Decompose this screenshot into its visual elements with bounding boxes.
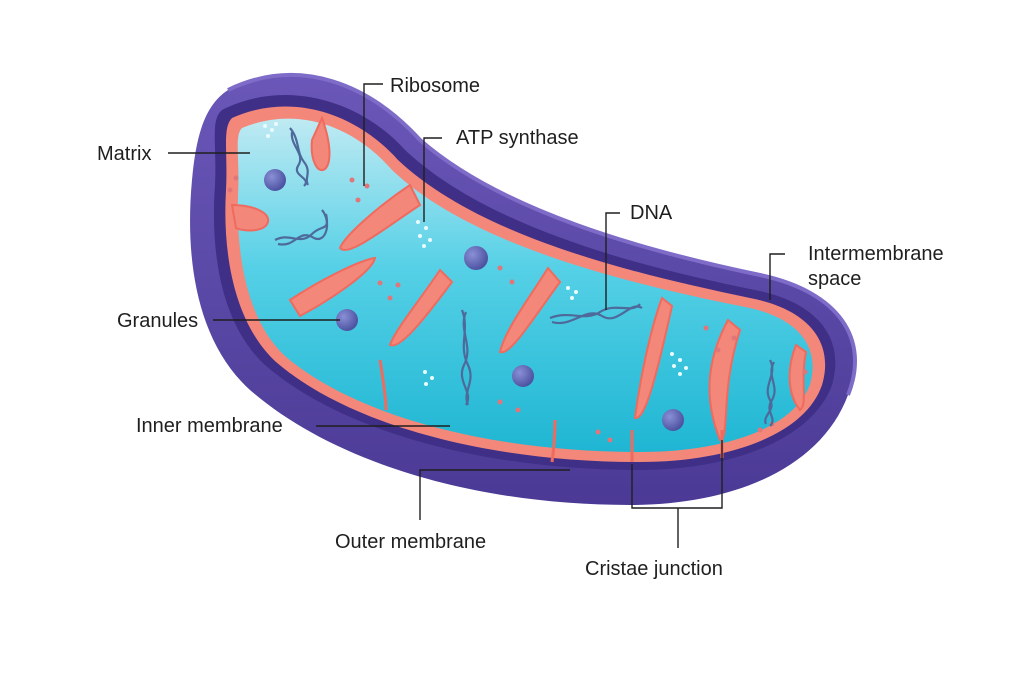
crista-9 [788, 343, 808, 412]
intermembrane-leader [769, 253, 785, 300]
dna-strands [274, 127, 776, 427]
crista-3 [338, 183, 422, 251]
leader-lines [168, 83, 785, 548]
crista-6 [498, 266, 562, 354]
intermembrane-label-line2: space [808, 268, 861, 290]
atp-synthase-clusters [263, 122, 688, 386]
granule [464, 246, 488, 270]
ribosome-label: Ribosome [390, 75, 480, 97]
granules-label: Granules [117, 310, 198, 332]
dna-strand [768, 361, 776, 427]
granule [264, 169, 286, 191]
dna-label: DNA [630, 202, 673, 224]
granules [264, 169, 684, 431]
intermembrane-label-line1: Intermembrane [808, 243, 944, 265]
cristae-junction-label: Cristae junction [585, 558, 723, 580]
crista-2 [230, 203, 270, 232]
outer-membrane-rim [227, 73, 857, 396]
granule [336, 309, 358, 331]
dna-strand [290, 131, 307, 187]
crista-1 [310, 115, 331, 171]
atp-synthase-label: ATP synthase [456, 127, 579, 149]
atp-synthase-leader [423, 137, 442, 222]
inner-membrane-label: Inner membrane [136, 415, 283, 437]
ribosome-leader [363, 83, 383, 186]
dna-leader [605, 212, 620, 310]
cristae-junction-leader [631, 440, 723, 548]
cristae [230, 115, 808, 442]
crista-4 [288, 256, 377, 318]
crista-7 [633, 296, 674, 419]
matrix-label: Matrix [97, 143, 151, 165]
outer-membrane-leader [419, 469, 570, 520]
dna-strand [277, 209, 329, 246]
granule [662, 409, 684, 431]
outer-membrane-label: Outer membrane [335, 531, 486, 553]
dna-strand [289, 127, 310, 186]
granule [512, 365, 534, 387]
dna-strand [460, 311, 470, 406]
crista-5 [388, 268, 454, 347]
dna-strand [551, 305, 643, 325]
